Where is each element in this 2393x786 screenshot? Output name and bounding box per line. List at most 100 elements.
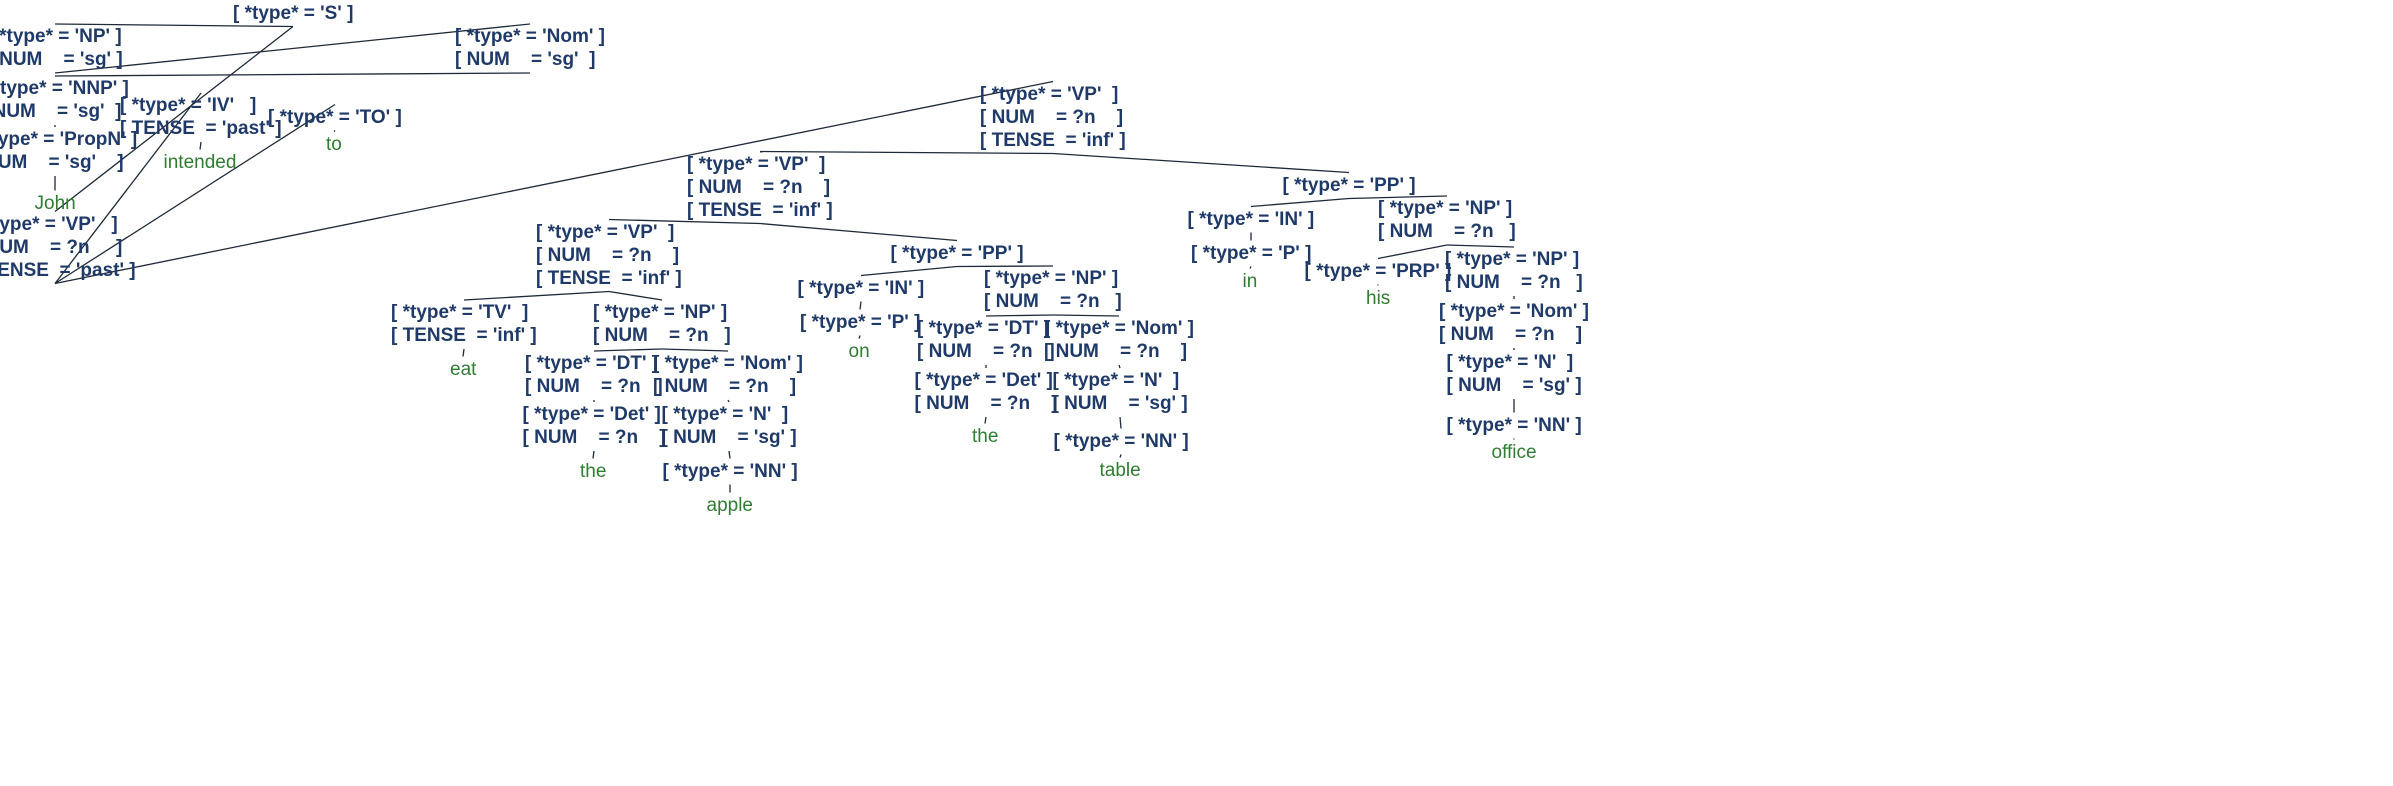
tree-node: [ *type* = 'DT' ][ NUM = ?n ] xyxy=(525,352,663,398)
feature-line: [ *type* = 'NP' ] xyxy=(984,268,1119,289)
feature-line: [ NUM = 'sg' ] xyxy=(0,152,124,173)
tree-node: [ *type* = 'IN' ] xyxy=(798,277,925,300)
tree-node: [ *type* = 'P' ] xyxy=(800,311,920,334)
feature-line: [ NUM = ?n ] xyxy=(687,176,831,198)
tree-edge xyxy=(759,150,1054,155)
feature-line: [ TENSE = 'inf' ] xyxy=(980,129,1126,151)
tree-edge xyxy=(1052,152,1350,174)
feature-line: [ TENSE = 'inf' ] xyxy=(536,267,682,289)
tree-node: [ *type* = 'VP' ][ NUM = ?n ][ TENSE = '… xyxy=(687,153,833,222)
tree-node: [ *type* = 'P' ] xyxy=(1191,242,1311,265)
feature-line: [ NUM = ?n ] xyxy=(522,427,666,448)
tree-edge xyxy=(1348,195,1448,200)
tree-edge xyxy=(1118,364,1121,369)
feature-line: [ *type* = 'NNP' ] xyxy=(0,78,129,99)
leaf-word: eat xyxy=(450,358,477,380)
feature-line: [ *type* = 'Det' ] xyxy=(914,370,1053,391)
feature-line: [ NUM = 'sg' ] xyxy=(0,101,122,122)
tree-edge xyxy=(727,399,730,403)
tree-edge xyxy=(462,348,465,357)
feature-line: [ TENSE = 'past' ] xyxy=(0,259,136,281)
feature-line: [ *type* = 'P' ] xyxy=(1191,242,1312,264)
tree-edge xyxy=(54,23,531,74)
feature-line: [ NUM = ?n ] xyxy=(917,341,1055,362)
feature-line: [ TENSE = 'past' ] xyxy=(120,118,282,139)
feature-line: [ *type* = 'N' ] xyxy=(1446,352,1574,373)
tree-node: [ *type* = 'VP' ][ NUM = ?n ][ TENSE = '… xyxy=(536,221,682,290)
tree-node: [ *type* = 'IV' ][ TENSE = 'past' ] xyxy=(120,94,282,140)
feature-line: [ *type* = 'NN' ] xyxy=(1053,430,1189,452)
leaf-word: John xyxy=(34,192,76,214)
tree-node: [ *type* = 'VP' ][ NUM = ?n ][ TENSE = '… xyxy=(0,213,136,282)
leaf-word: his xyxy=(1366,287,1391,309)
feature-line: [ *type* = 'Nom' ] xyxy=(1044,318,1194,339)
feature-line: [ *type* = 'NN' ] xyxy=(1446,414,1582,436)
tree-node: [ *type* = 'N' ][ NUM = 'sg' ] xyxy=(662,403,797,449)
tree-node: [ *type* = 'N' ][ NUM = 'sg' ] xyxy=(1447,351,1582,397)
tree-node: [ *type* = 'PP' ] xyxy=(891,242,1024,265)
feature-line: [ *type* = 'NN' ] xyxy=(662,460,798,482)
tree-node: [ *type* = 'NP' ][ NUM = ?n ] xyxy=(1445,248,1583,294)
tree-edge xyxy=(1119,416,1122,429)
feature-line: [ NUM = ?n ] xyxy=(914,393,1058,414)
tree-node: [ *type* = 'PRP' ] xyxy=(1305,260,1452,283)
feature-line: [ NUM = ?n ] xyxy=(1378,221,1516,242)
tree-node: [ *type* = 'PropN' ][ NUM = 'sg' ] xyxy=(0,128,137,174)
tree-edge xyxy=(860,265,958,277)
feature-line: [ *type* = 'DT' ] xyxy=(917,318,1051,339)
leaf-word: the xyxy=(580,460,607,482)
tree-node: [ *type* = 'NN' ] xyxy=(1447,414,1582,437)
tree-edge xyxy=(1250,197,1350,208)
feature-line: [ *type* = 'N' ] xyxy=(661,404,789,425)
feature-line: [ NUM = ?n ] xyxy=(536,244,680,266)
leaf-word: intended xyxy=(163,151,237,173)
leaf-word: on xyxy=(848,340,870,362)
tree-node: [ *type* = 'IN' ] xyxy=(1188,208,1315,231)
feature-line: [ *type* = 'Nom' ] xyxy=(455,26,605,47)
feature-line: [ *type* = 'Nom' ] xyxy=(1439,301,1589,322)
tree-edge xyxy=(858,335,861,339)
feature-line: [ NUM = 'sg' ] xyxy=(661,427,797,448)
feature-line: [ *type* = 'VP' ] xyxy=(536,221,675,243)
tree-node: [ *type* = 'Nom' ][ NUM = 'sg' ] xyxy=(455,25,605,71)
feature-line: [ *type* = 'Det' ] xyxy=(522,404,661,425)
feature-line: [ *type* = 'P' ] xyxy=(800,311,921,333)
tree-edge xyxy=(1052,314,1120,317)
tree-node: [ *type* = 'PP' ] xyxy=(1283,174,1416,197)
tree-edge xyxy=(54,25,294,213)
tree-node: [ *type* = 'Nom' ][ NUM = ?n ] xyxy=(1439,300,1589,346)
tree-edge xyxy=(333,130,336,132)
tree-node: [ *type* = 'NN' ] xyxy=(663,460,798,483)
tree-edge xyxy=(54,72,531,77)
feature-line: [ NUM = ?n ] xyxy=(1439,324,1583,345)
feature-line: [ *type* = 'PropN' ] xyxy=(0,129,138,150)
tree-node: [ *type* = 'TV' ][ TENSE = 'inf' ] xyxy=(391,301,537,347)
tree-node: [ *type* = 'NP' ][ NUM = ?n ] xyxy=(593,301,731,347)
feature-line: [ NUM = ?n ] xyxy=(525,376,663,397)
tree-edge xyxy=(956,265,1054,268)
tree-edge xyxy=(593,348,663,352)
feature-line: [ *type* = 'IV' ] xyxy=(120,95,257,116)
tree-edge xyxy=(1249,266,1252,269)
feature-line: [ TENSE = 'inf' ] xyxy=(391,325,537,346)
feature-line: [ NUM = ?n ] xyxy=(0,236,123,258)
feature-line: [ *type* = 'Nom' ] xyxy=(653,353,803,374)
tree-edge xyxy=(54,92,202,284)
feature-line: [ NUM = 'sg' ] xyxy=(0,49,123,70)
leaf-word: office xyxy=(1491,441,1537,463)
feature-line: [ NUM = 'sg' ] xyxy=(1446,375,1582,396)
feature-line: [ NUM = ?n ] xyxy=(1044,341,1188,362)
feature-line: [ NUM = 'sg' ] xyxy=(1052,393,1188,414)
feature-line: [ NUM = ?n ] xyxy=(980,106,1124,128)
feature-line: [ *type* = 'TO' ] xyxy=(268,106,402,128)
tree-node: [ *type* = 'NP' ][ NUM = ?n ] xyxy=(984,267,1122,313)
tree-node: [ *type* = 'N' ][ NUM = 'sg' ] xyxy=(1053,369,1188,415)
tree-edge xyxy=(1119,454,1122,458)
leaf-word: in xyxy=(1242,270,1258,292)
tree-node: [ *type* = 'Nom' ][ NUM = ?n ] xyxy=(653,352,803,398)
leaf-word: apple xyxy=(706,494,754,516)
feature-line: [ *type* = 'VP' ] xyxy=(0,213,118,235)
tree-node: [ *type* = 'DT' ][ NUM = ?n ] xyxy=(917,317,1055,363)
tree-edge xyxy=(199,141,202,150)
